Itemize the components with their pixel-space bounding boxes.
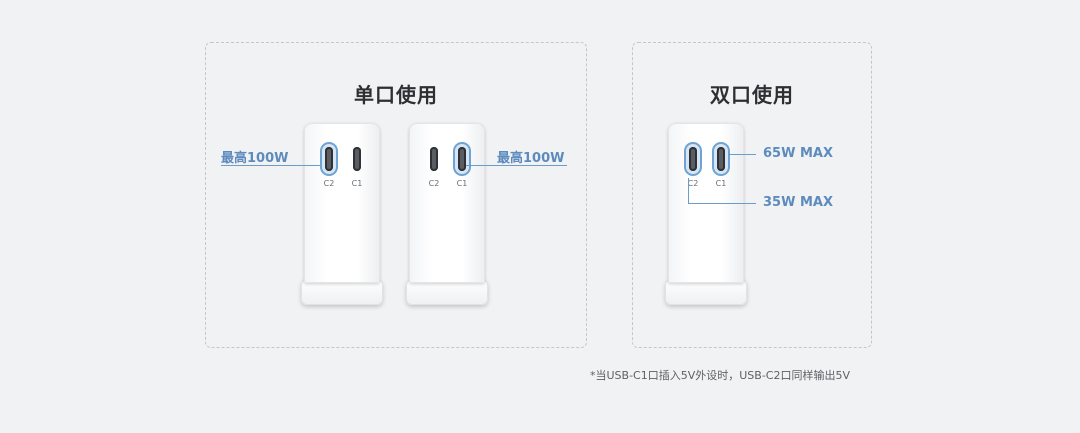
callout-single-left: 最高100W <box>221 151 289 166</box>
charger-single-c2: C2 C1 <box>301 123 383 305</box>
port-label-c1: C1 <box>456 179 468 188</box>
callout-dual-top: 65W MAX <box>763 146 833 161</box>
port-label-c2: C2 <box>323 179 335 188</box>
callout-vline-dual-bottom <box>688 178 689 203</box>
dual-port-title: 双口使用 <box>710 83 794 107</box>
port-c2-active <box>325 147 333 171</box>
footnote: *当USB-C1口插入5V外设时，USB-C2口同样输出5V <box>590 369 851 382</box>
port-c2 <box>430 147 438 171</box>
callout-line-dual-top <box>728 154 756 155</box>
charger-foot <box>665 279 747 305</box>
charger-body <box>304 123 380 283</box>
dual-port-panel: 双口使用 C2 C1 <box>632 42 872 348</box>
port-c1 <box>353 147 361 171</box>
callout-single-right: 最高100W <box>497 151 565 166</box>
single-port-title: 单口使用 <box>354 83 438 107</box>
port-label-c2: C2 <box>687 179 699 188</box>
charger-foot <box>301 279 383 305</box>
port-c2-active <box>689 147 697 171</box>
callout-line-single-left <box>221 165 320 166</box>
charger-single-c1: C2 C1 <box>406 123 488 305</box>
charger-body <box>409 123 485 283</box>
port-label-c2: C2 <box>428 179 440 188</box>
callout-dual-bottom: 35W MAX <box>763 195 833 210</box>
callout-line-single-right <box>466 165 567 166</box>
port-label-c1: C1 <box>351 179 363 188</box>
port-c1-active <box>458 147 466 171</box>
charger-dual: C2 C1 <box>665 123 747 305</box>
callout-line-dual-bottom <box>688 203 756 204</box>
charger-foot <box>406 279 488 305</box>
port-label-c1: C1 <box>715 179 727 188</box>
port-c1-active <box>717 147 725 171</box>
single-port-panel: 单口使用 C2 C1 C2 C1 <box>205 42 587 348</box>
